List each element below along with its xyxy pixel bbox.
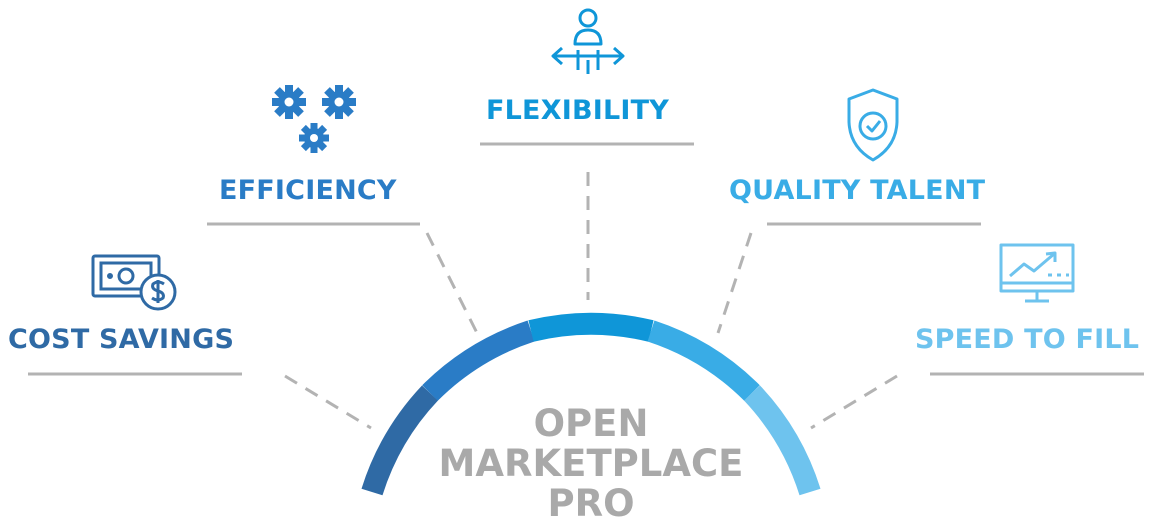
center-title-line-2: MARKETPLACE bbox=[438, 442, 744, 485]
arc-segment-cost-savings bbox=[361, 385, 439, 496]
arc-segment-quality-talent bbox=[647, 320, 760, 401]
money-bill-dollar-icon bbox=[91, 254, 177, 311]
arc-segment-speed-to-fill bbox=[743, 385, 821, 496]
chart-monitor-icon bbox=[999, 243, 1075, 303]
center-title-line-1: OPEN bbox=[533, 402, 649, 445]
center-title-line-3: PRO bbox=[547, 482, 635, 525]
arc-segment-efficiency bbox=[422, 320, 535, 401]
connector-cost-savings bbox=[284, 374, 372, 430]
benefit-label-quality-talent: QUALITY TALENT bbox=[729, 175, 986, 206]
connector-quality-talent bbox=[716, 232, 753, 334]
shield-check-icon bbox=[847, 88, 899, 162]
benefit-label-flexibility: FLEXIBILITY bbox=[486, 95, 669, 126]
benefit-label-efficiency: EFFICIENCY bbox=[219, 175, 397, 206]
benefit-label-speed-to-fill: SPEED TO FILL bbox=[915, 324, 1140, 355]
gears-icon bbox=[272, 85, 356, 153]
benefit-label-cost-savings: COST SAVINGS bbox=[8, 324, 235, 355]
person-arrows-icon bbox=[551, 8, 625, 74]
connector-speed-to-fill bbox=[810, 374, 898, 430]
arc-segment-flexibility bbox=[528, 312, 654, 342]
connector-efficiency bbox=[425, 232, 479, 334]
